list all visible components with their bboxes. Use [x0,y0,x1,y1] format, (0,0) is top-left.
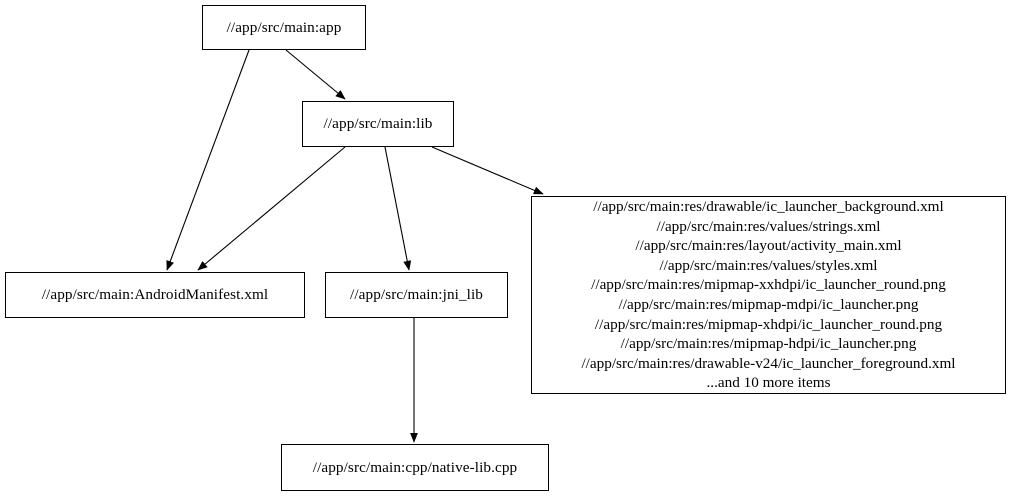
graph-node-label-line: //app/src/main:res/drawable-v24/ic_launc… [581,354,956,372]
graph-node-label: //app/src/main:AndroidManifest.xml [41,286,269,304]
graph-node-res-collection[interactable]: //app/src/main:res/drawable/ic_launcher_… [531,196,1006,394]
graph-node-label-line: ...and 10 more items [706,374,831,392]
graph-edge-lib-to-jni_lib [384,146,412,271]
graph-node-label-line: //app/src/main:res/layout/activity_main.… [635,237,902,255]
graph-node-label-line: //app/src/main:res/mipmap-xhdpi/ic_launc… [594,315,943,333]
graph-node-label-line: //app/src/main:res/mipmap-hdpi/ic_launch… [620,335,917,353]
graph-edge-lib-to-manifest [197,146,346,271]
graph-edge-lib-to-res [431,146,544,195]
graph-node-native-lib-cpp[interactable]: //app/src/main:cpp/native-lib.cpp [281,444,549,491]
graph-node-label-line: //app/src/main:res/drawable/ic_launcher_… [593,198,944,216]
graph-node-label-line: //app/src/main:res/values/styles.xml [659,256,878,274]
graph-node-label: //app/src/main:lib [323,115,433,133]
graph-node-android-manifest[interactable]: //app/src/main:AndroidManifest.xml [5,272,305,318]
graph-node-label: //app/src/main:app [226,18,342,36]
graph-node-label-lines: //app/src/main:res/drawable/ic_launcher_… [581,197,955,393]
graph-node-label-line: //app/src/main:res/mipmap-xxhdpi/ic_laun… [591,276,946,294]
graph-node-app[interactable]: //app/src/main:app [202,5,366,50]
graph-node-label: //app/src/main:jni_lib [350,286,483,304]
graph-node-label: //app/src/main:cpp/native-lib.cpp [312,458,518,476]
graph-node-jni-lib[interactable]: //app/src/main:jni_lib [325,272,508,318]
graph-node-label-line: //app/src/main:res/mipmap-mdpi/ic_launch… [618,296,919,313]
graph-node-lib[interactable]: //app/src/main:lib [302,101,454,147]
graph-edge-app-to-manifest [166,49,250,271]
graph-edge-app-to-lib [285,49,346,100]
graph-node-label-line: //app/src/main:res/values/strings.xml [656,217,881,235]
